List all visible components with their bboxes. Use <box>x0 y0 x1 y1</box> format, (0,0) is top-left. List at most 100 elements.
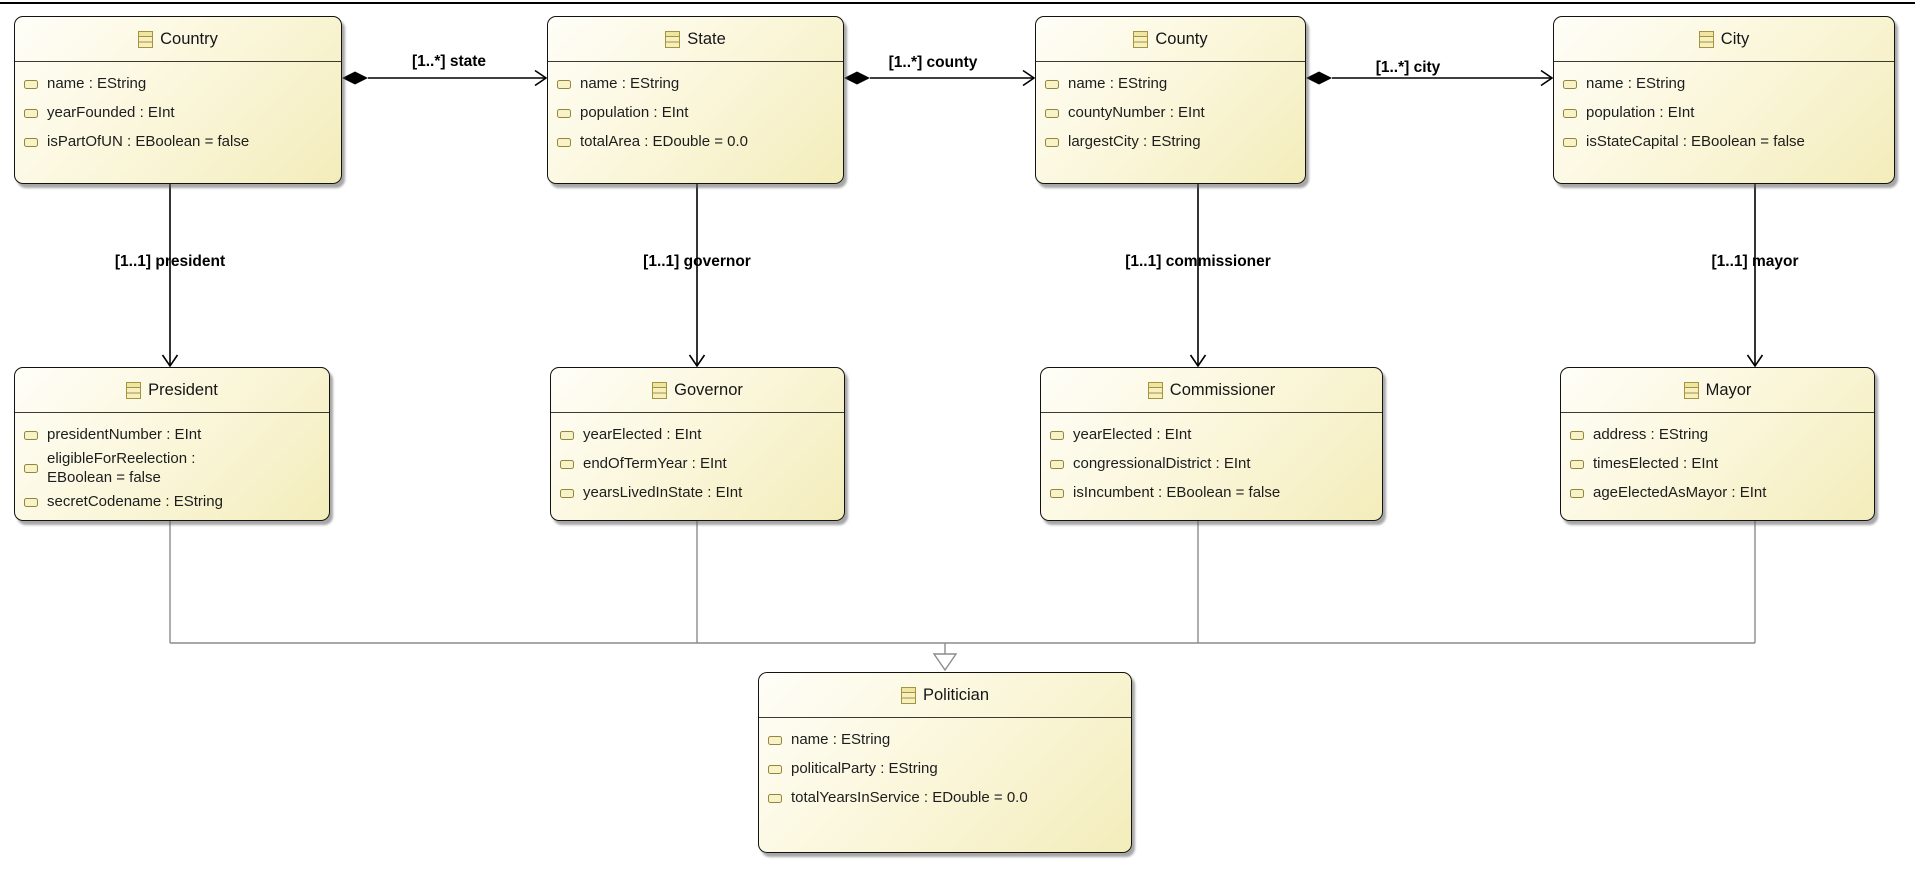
containment-edge-county[interactable] <box>844 69 1036 87</box>
attribute-row[interactable]: yearFounded : EInt <box>24 99 332 128</box>
attribute-row[interactable]: isIncumbent : EBoolean = false <box>1050 479 1373 508</box>
attribute-label: politicalParty : EString <box>791 760 938 778</box>
edge-label-state[interactable]: [1..*] state <box>411 53 487 70</box>
attribute-label: countyNumber : EInt <box>1068 104 1205 122</box>
attribute-row[interactable]: presidentNumber : EInt <box>24 421 320 450</box>
attribute-row[interactable]: ageElectedAsMayor : EInt <box>1570 479 1865 508</box>
class-governor[interactable]: Governor yearElected : EInt endOfTermYea… <box>550 367 845 521</box>
eattribute-icon <box>557 109 571 118</box>
attribute-label: eligibleForReelection : EBoolean = false <box>47 450 196 486</box>
class-name: County <box>1155 29 1208 48</box>
attribute-row[interactable]: name : EString <box>768 726 1122 755</box>
eclass-icon <box>652 381 668 399</box>
attribute-row[interactable]: yearsLivedInState : EInt <box>560 479 835 508</box>
eattribute-icon <box>1563 109 1577 118</box>
attribute-label: ageElectedAsMayor : EInt <box>1593 484 1767 502</box>
eattribute-icon <box>24 431 38 440</box>
edge-label-mayor[interactable]: [1..1] mayor <box>1711 253 1799 270</box>
edge-label-governor[interactable]: [1..1] governor <box>643 253 751 270</box>
attribute-row[interactable]: name : EString <box>1563 70 1885 99</box>
eattribute-icon <box>557 80 571 89</box>
eattribute-icon <box>560 460 574 469</box>
edge-label-commissioner[interactable]: [1..1] commissioner <box>1125 253 1271 270</box>
containment-edge-city[interactable] <box>1306 69 1554 87</box>
class-commissioner[interactable]: Commissioner yearElected : EInt congress… <box>1040 367 1383 521</box>
attribute-label: name : EString <box>1586 75 1686 93</box>
attribute-label: address : EString <box>1593 426 1709 444</box>
generalization-edges[interactable] <box>169 521 1756 672</box>
class-header: Country <box>15 17 341 62</box>
class-name: City <box>1720 29 1750 48</box>
attribute-row[interactable]: address : EString <box>1570 421 1865 450</box>
eclass-icon <box>1147 381 1163 399</box>
attribute-row[interactable]: population : EInt <box>557 99 834 128</box>
edge-label-city[interactable]: [1..*] city <box>1375 59 1441 76</box>
attribute-row[interactable]: name : EString <box>24 70 332 99</box>
open-arrowhead <box>688 354 706 368</box>
attribute-label: totalYearsInService : EDouble = 0.0 <box>791 789 1028 807</box>
attribute-label: isPartOfUN : EBoolean = false <box>47 133 250 151</box>
reference-edge-president[interactable] <box>161 184 179 368</box>
attribute-label: name : EString <box>47 75 147 93</box>
attribute-row[interactable]: name : EString <box>1045 70 1296 99</box>
class-name: Commissioner <box>1169 380 1276 399</box>
eclass-icon <box>138 30 154 48</box>
attribute-label: congressionalDistrict : EInt <box>1073 455 1251 473</box>
reference-edge-governor[interactable] <box>688 184 706 368</box>
generalization-arrowhead <box>932 653 958 672</box>
attribute-label: name : EString <box>1068 75 1168 93</box>
class-header: Commissioner <box>1041 368 1382 413</box>
eattribute-icon <box>1050 489 1064 498</box>
attribute-row[interactable]: totalArea : EDouble = 0.0 <box>557 128 834 157</box>
attribute-row[interactable]: congressionalDistrict : EInt <box>1050 450 1373 479</box>
attribute-row[interactable]: isPartOfUN : EBoolean = false <box>24 128 332 157</box>
eattribute-icon <box>1563 138 1577 147</box>
eattribute-icon <box>560 489 574 498</box>
eattribute-icon <box>24 138 38 147</box>
attribute-row[interactable]: secretCodename : EString <box>24 488 320 517</box>
edge-label-county[interactable]: [1..*] county <box>888 54 978 71</box>
containment-edge-state[interactable] <box>342 69 548 87</box>
attribute-row[interactable]: isStateCapital : EBoolean = false <box>1563 128 1885 157</box>
attribute-label: largestCity : EString <box>1068 133 1201 151</box>
class-president[interactable]: President presidentNumber : EInt eligibl… <box>14 367 330 521</box>
reference-edge-mayor[interactable] <box>1746 184 1764 368</box>
eclass-icon <box>1698 30 1714 48</box>
attribute-row[interactable]: population : EInt <box>1563 99 1885 128</box>
open-arrowhead <box>534 69 548 87</box>
eattribute-icon <box>1570 489 1584 498</box>
class-city[interactable]: City name : EString population : EInt is… <box>1553 16 1895 184</box>
class-county[interactable]: County name : EString countyNumber : EIn… <box>1035 16 1306 184</box>
edge-label-president[interactable]: [1..1] president <box>114 253 226 270</box>
attribute-label: isIncumbent : EBoolean = false <box>1073 484 1281 502</box>
eclass-icon <box>1683 381 1699 399</box>
eattribute-icon <box>1045 138 1059 147</box>
attribute-label: yearElected : EInt <box>583 426 702 444</box>
attribute-row[interactable]: yearElected : EInt <box>1050 421 1373 450</box>
attribute-row[interactable]: timesElected : EInt <box>1570 450 1865 479</box>
class-header: President <box>15 368 329 413</box>
class-header: State <box>548 17 843 62</box>
attribute-label: endOfTermYear : EInt <box>583 455 727 473</box>
class-country[interactable]: Country name : EString yearFounded : EIn… <box>14 16 342 184</box>
attribute-row[interactable]: totalYearsInService : EDouble = 0.0 <box>768 784 1122 813</box>
attribute-row[interactable]: endOfTermYear : EInt <box>560 450 835 479</box>
class-mayor[interactable]: Mayor address : EString timesElected : E… <box>1560 367 1875 521</box>
open-arrowhead <box>1189 354 1207 368</box>
attribute-row[interactable]: largestCity : EString <box>1045 128 1296 157</box>
attribute-row[interactable]: eligibleForReelection : EBoolean = false <box>24 450 320 488</box>
eattribute-icon <box>24 80 38 89</box>
attribute-row[interactable]: yearElected : EInt <box>560 421 835 450</box>
class-politician[interactable]: Politician name : EString politicalParty… <box>758 672 1132 853</box>
reference-edge-commissioner[interactable] <box>1189 184 1207 368</box>
attribute-row[interactable]: politicalParty : EString <box>768 755 1122 784</box>
attribute-label: population : EInt <box>580 104 689 122</box>
attribute-label: isStateCapital : EBoolean = false <box>1586 133 1805 151</box>
class-header: Politician <box>759 673 1131 718</box>
attribute-row[interactable]: name : EString <box>557 70 834 99</box>
eattribute-icon <box>1045 109 1059 118</box>
class-state[interactable]: State name : EString population : EInt t… <box>547 16 844 184</box>
attribute-label: population : EInt <box>1586 104 1695 122</box>
attribute-row[interactable]: countyNumber : EInt <box>1045 99 1296 128</box>
